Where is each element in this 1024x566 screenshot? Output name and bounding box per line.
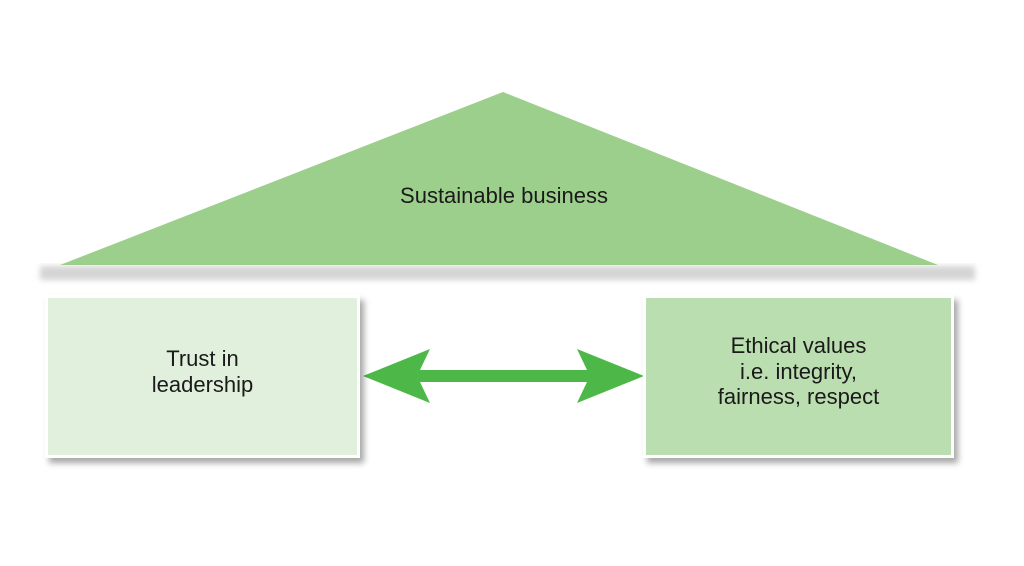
double-arrow xyxy=(363,349,644,403)
box-right-line: i.e. integrity, xyxy=(740,358,857,384)
roof-triangle xyxy=(60,92,938,265)
roof-label: Sustainable business xyxy=(400,183,608,208)
trust-in-leadership-text: Trust in leadership xyxy=(103,346,303,398)
box-left-line: leadership xyxy=(151,371,254,397)
ethical-values-text: Ethical values i.e. integrity, fairness,… xyxy=(669,333,929,411)
roof-base-shadow xyxy=(40,266,975,280)
box-right-line: fairness, respect xyxy=(717,384,880,410)
trust-in-leadership-box: Trust in leadership xyxy=(45,295,360,458)
box-right-line: Ethical values xyxy=(730,332,867,358)
box-left-line: Trust in xyxy=(166,345,239,371)
ethical-values-box: Ethical values i.e. integrity, fairness,… xyxy=(643,295,954,458)
